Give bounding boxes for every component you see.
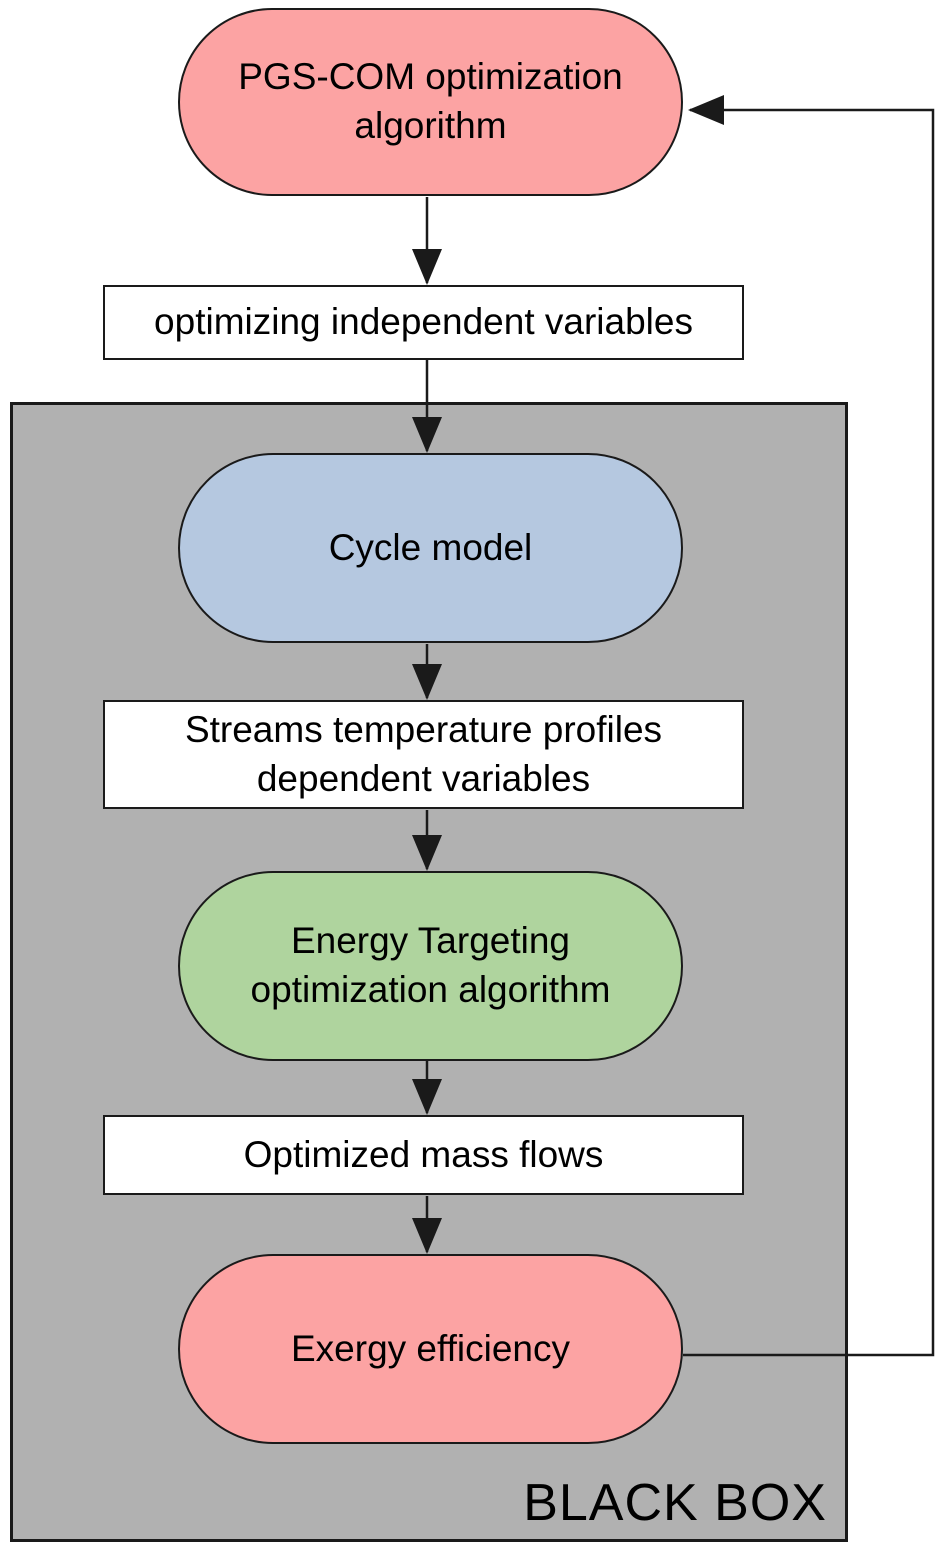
node-exergy-efficiency: Exergy efficiency	[178, 1254, 683, 1444]
black-box-label: BLACK BOX	[523, 1474, 827, 1532]
node-label: Streams temperature profiles dependent v…	[184, 708, 663, 799]
node-label: Cycle model	[328, 526, 533, 568]
node-cycle-model: Cycle model	[178, 453, 683, 643]
node-label: optimizing independent variables	[154, 301, 693, 343]
node-label: Energy Targeting optimization algorithm	[250, 920, 611, 1010]
node-label: Optimized mass flows	[243, 1133, 604, 1175]
node-optimized-mass-flows: Optimized mass flows	[103, 1115, 744, 1195]
node-energy-targeting-optimization-algorithm: Energy Targeting optimization algorithm	[178, 871, 683, 1061]
node-streams-temperature-profiles: Streams temperature profiles dependent v…	[103, 700, 744, 809]
node-optimizing-independent-variables: optimizing independent variables	[103, 285, 744, 360]
node-label: PGS-COM optimization algorithm	[238, 56, 623, 146]
node-label: Exergy efficiency	[291, 1327, 570, 1369]
node-pgs-com-optimization-algorithm: PGS-COM optimization algorithm	[178, 8, 683, 196]
